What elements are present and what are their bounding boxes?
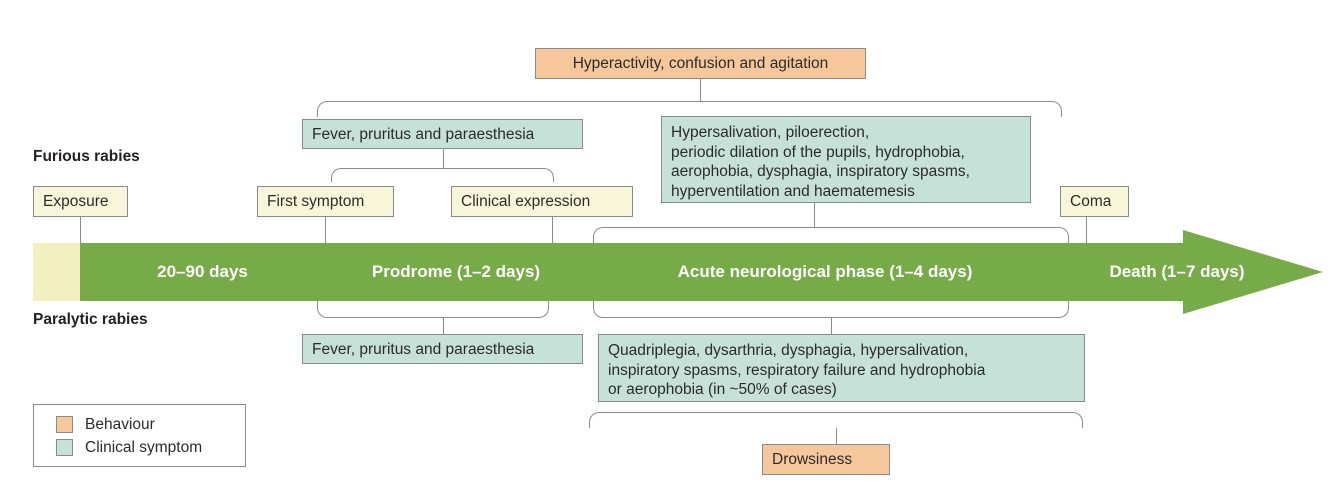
row-label-paralytic-rabies: Paralytic rabies — [33, 311, 148, 328]
connector-bracket-paralytic-drowsiness — [589, 412, 1083, 428]
event-box-coma: Coma — [1060, 186, 1129, 217]
connector-paralytic-acute-stem — [831, 318, 832, 335]
connector-hyperactivity-stem — [700, 79, 701, 101]
legend-item-behaviour: Behaviour — [56, 413, 245, 436]
legend: Behaviour Clinical symptom — [33, 404, 246, 467]
timeline-arrow-head — [1183, 230, 1323, 314]
legend-swatch-behaviour-icon — [56, 416, 73, 433]
timeline-arrow: 20–90 days Prodrome (1–2 days) Acute neu… — [33, 230, 1323, 314]
connector-first-symptom-stem — [325, 217, 326, 244]
timeline-arrow-body — [33, 243, 1225, 301]
timeline-phase-death: Death (1–7 days) — [1109, 262, 1245, 281]
connector-coma-stem — [1086, 217, 1087, 244]
furious-acute-symptom-box: Hypersalivation, piloerection, periodic … — [661, 116, 1031, 203]
event-box-first-symptom: First symptom — [257, 186, 394, 217]
paralytic-prodrome-symptom-box: Fever, pruritus and paraesthesia — [302, 334, 583, 364]
furious-behaviour-box: Hyperactivity, confusion and agitation — [535, 48, 866, 79]
connector-bracket-furious-top — [317, 101, 1062, 117]
connector-clinical-expression-stem — [552, 217, 553, 244]
legend-label-behaviour: Behaviour — [85, 415, 155, 433]
connector-furious-prodrome-stem — [443, 149, 444, 168]
connector-drowsiness-stem — [836, 428, 837, 444]
legend-label-clinical-symptom: Clinical symptom — [85, 438, 203, 456]
row-label-furious-rabies: Furious rabies — [33, 148, 140, 165]
connector-bracket-paralytic-acute-top — [593, 301, 1069, 318]
connector-bracket-paralytic-prodrome — [317, 301, 549, 318]
connector-exposure-stem — [80, 217, 81, 244]
event-box-clinical-expression: Clinical expression — [451, 186, 633, 217]
legend-item-clinical-symptom: Clinical symptom — [56, 436, 245, 459]
timeline-phase-incubation: 20–90 days — [157, 262, 248, 281]
connector-furious-acute-stem — [814, 203, 815, 227]
event-box-exposure: Exposure — [33, 186, 128, 217]
legend-swatch-symptom-icon — [56, 439, 73, 456]
paralytic-behaviour-box: Drowsiness — [762, 444, 890, 475]
connector-bracket-prodrome-events — [331, 168, 554, 182]
timeline-incubation-segment — [33, 243, 80, 301]
connector-paralytic-prodrome-stem — [443, 318, 444, 335]
paralytic-acute-symptom-box: Quadriplegia, dysarthria, dysphagia, hyp… — [598, 334, 1085, 402]
connector-bracket-acute-phase-top — [593, 227, 1069, 244]
furious-prodrome-symptom-box: Fever, pruritus and paraesthesia — [302, 119, 583, 149]
timeline-phase-acute-neurological: Acute neurological phase (1–4 days) — [677, 262, 973, 281]
timeline-phase-prodrome: Prodrome (1–2 days) — [371, 262, 541, 281]
